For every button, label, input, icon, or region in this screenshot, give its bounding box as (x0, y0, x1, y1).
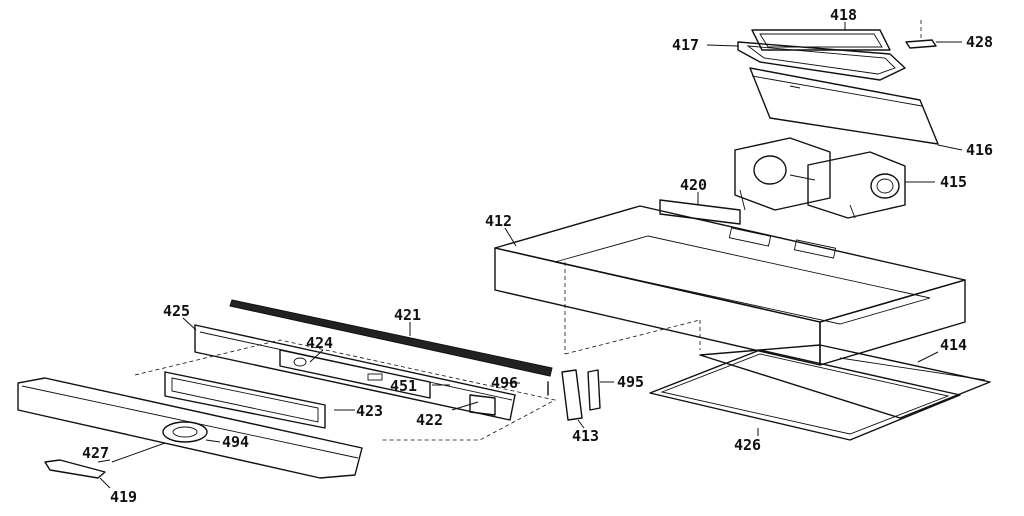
part-426-filter (649, 349, 961, 441)
callout-428: 428 (966, 33, 993, 51)
callout-413: 413 (572, 427, 599, 445)
callout-496: 496 (491, 374, 518, 392)
callout-412: 412 (485, 212, 512, 230)
callout-426: 426 (734, 436, 761, 454)
callout-423: 423 (356, 402, 383, 420)
part-494-bulb (162, 421, 208, 443)
callout-414: 414 (940, 336, 967, 354)
part-419-knob (44, 459, 106, 479)
part-417-filter-frame (737, 41, 906, 81)
callout-424: 424 (306, 334, 333, 352)
callout-494: 494 (222, 433, 249, 451)
part-412-housing (494, 205, 966, 366)
part-422-switch (469, 394, 496, 416)
part-428-clip (905, 20, 937, 49)
callout-420: 420 (680, 176, 707, 194)
part-415-blower (734, 137, 906, 219)
part-424-control-strip (279, 349, 431, 399)
callout-419: 419 (110, 488, 137, 506)
leader-lines (97, 22, 963, 489)
callout-416: 416 (966, 141, 993, 159)
callout-425: 425 (163, 302, 190, 320)
callout-421: 421 (394, 306, 421, 324)
part-421-rail (229, 299, 553, 377)
callout-415: 415 (940, 173, 967, 191)
part-413-bracket (561, 369, 583, 421)
callout-417: 417 (672, 36, 699, 54)
part-416-panel (749, 67, 939, 145)
part-418-grille (751, 29, 891, 51)
callout-495: 495 (617, 373, 644, 391)
part-414-frame (699, 344, 991, 419)
callout-451: 451 (390, 377, 417, 395)
callout-418: 418 (830, 6, 857, 24)
callout-422: 422 (416, 411, 443, 429)
part-495-bracket (587, 369, 601, 411)
part-423-lens (164, 371, 326, 429)
callout-427: 427 (82, 444, 109, 462)
part-420-duct (659, 199, 741, 225)
lower-support-outline (134, 339, 557, 441)
